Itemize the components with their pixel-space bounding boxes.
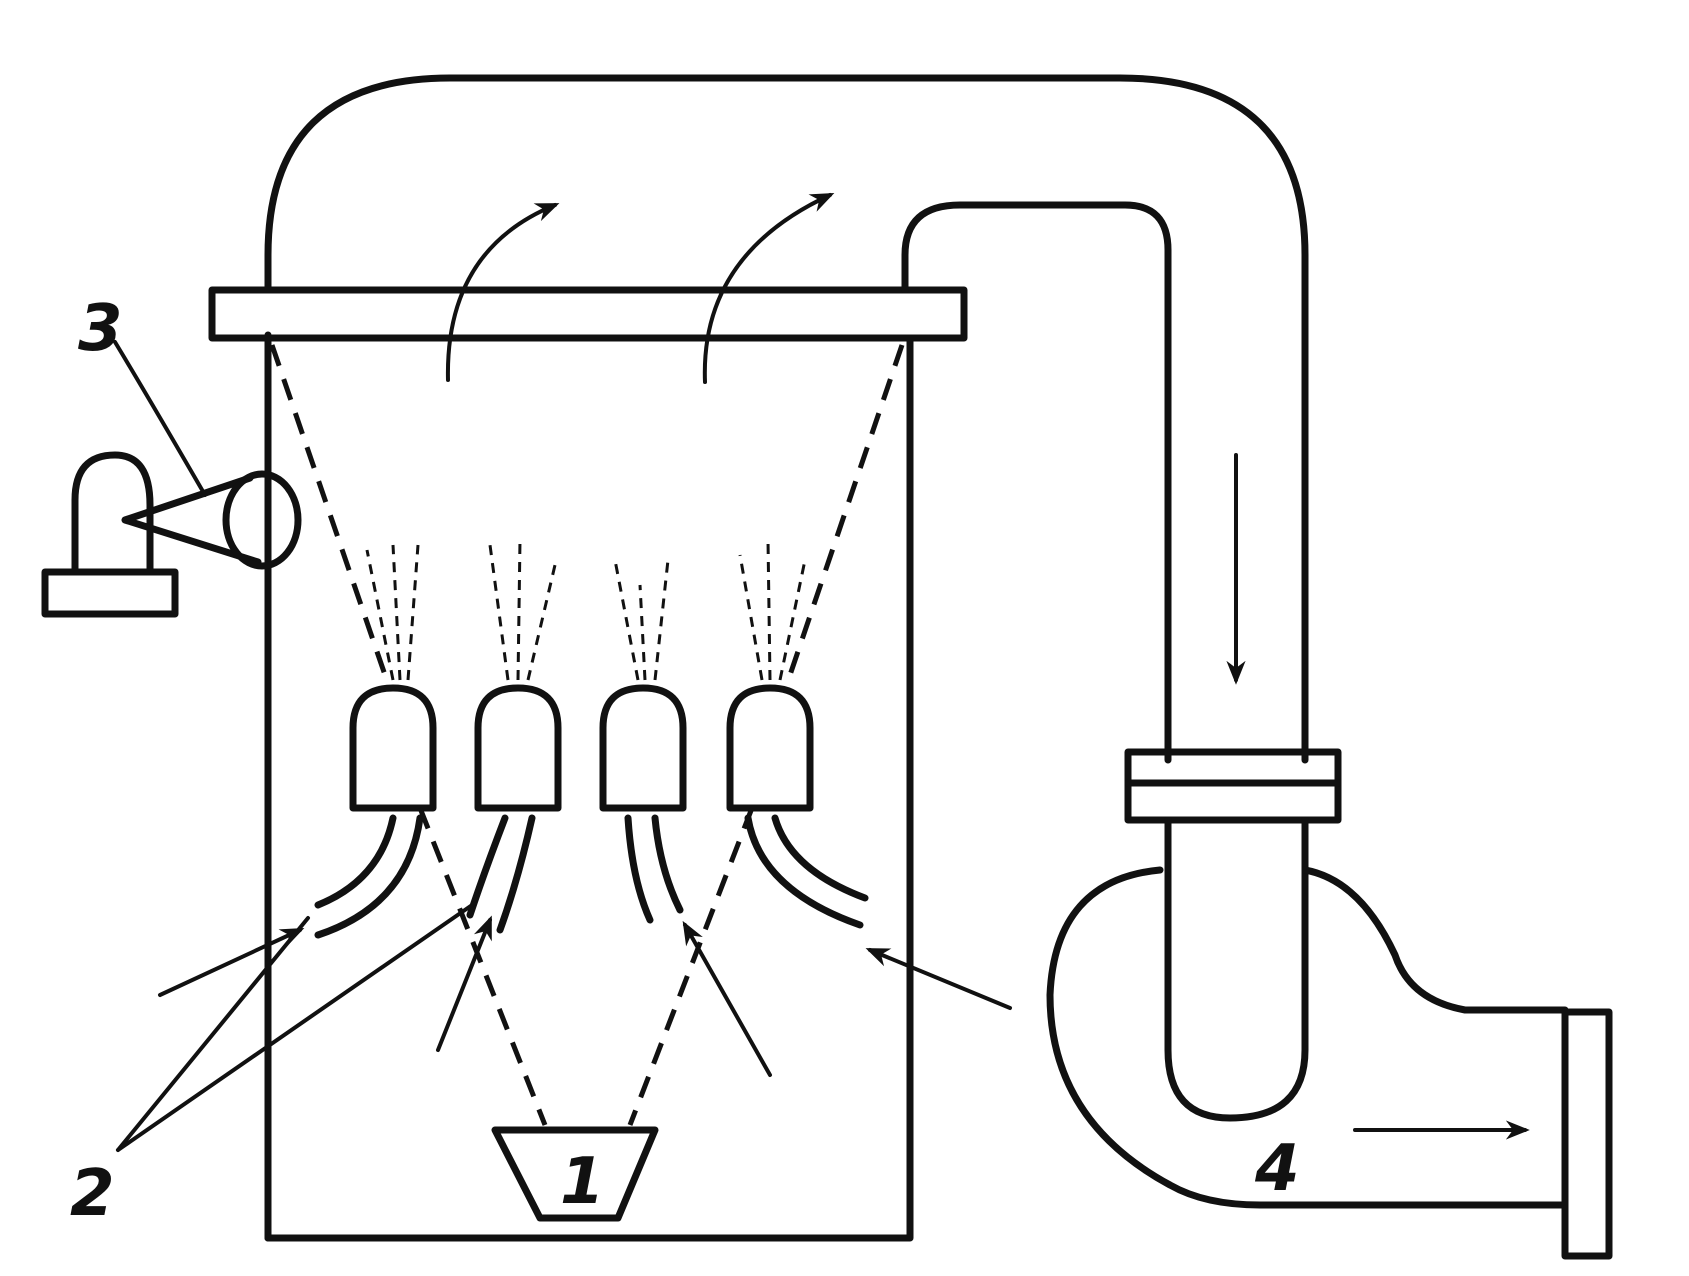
fan-housing: [1046, 866, 1569, 1209]
device-3: [41, 451, 302, 618]
nozzle-head: [726, 684, 814, 812]
fan-outlet-flange: [1561, 1008, 1613, 1260]
label-4: 4: [1254, 1132, 1300, 1206]
nozzle-head: [599, 684, 687, 812]
label-1: 1: [560, 1145, 605, 1219]
duct-loop: [1164, 816, 1309, 1122]
nozzle-head: [474, 684, 562, 812]
nozzle-head: [349, 684, 437, 812]
spray-boundaries: [269, 344, 905, 1126]
inflow-arrows: [158, 915, 1012, 1077]
chamber-body: [264, 74, 1309, 1242]
outlet-duct: [901, 201, 1172, 764]
top-plate: [208, 286, 968, 342]
spray-streaks: [365, 539, 807, 681]
label-2: 2: [70, 1157, 115, 1231]
nozzle-hoses: [314, 814, 869, 939]
outflow-arrows: [445, 192, 835, 384]
collector-1: [491, 1126, 659, 1222]
nozzles: [349, 684, 814, 812]
leader-lines: [113, 340, 477, 1152]
label-3: 3: [78, 292, 123, 366]
